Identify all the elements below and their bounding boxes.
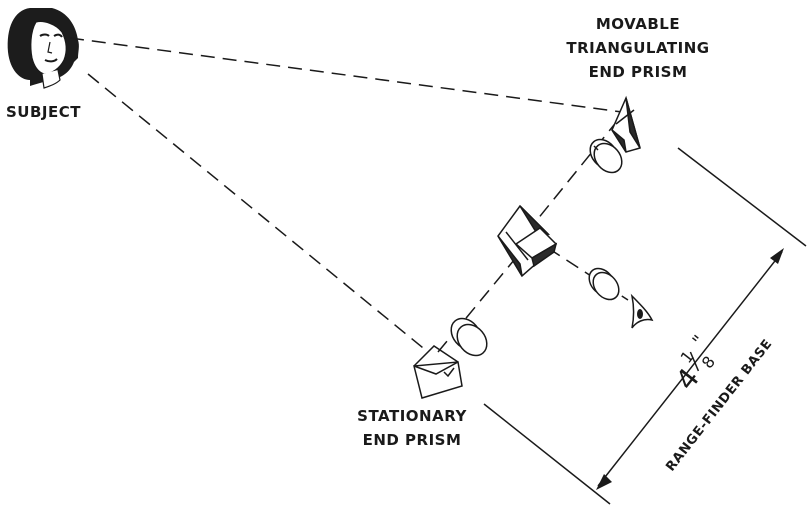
subject-face-illustration bbox=[7, 8, 79, 89]
dimension-arrowhead-bottom bbox=[596, 474, 612, 490]
sight-line-upper bbox=[69, 37, 623, 113]
movable-prism-label-line3: END PRISM bbox=[588, 63, 688, 81]
observer-eye bbox=[630, 293, 654, 329]
base-extension-line-bottom bbox=[483, 403, 611, 505]
sight-line-lower bbox=[87, 73, 429, 353]
lower-objective-lens bbox=[450, 317, 488, 357]
eyepiece-lens bbox=[588, 267, 620, 301]
range-finder-base-dimension: 4 1 8 " RANGE-FINDER BASE bbox=[483, 147, 807, 505]
base-extension-line-top bbox=[677, 147, 807, 247]
beam-path-movable-to-center bbox=[523, 119, 619, 237]
stationary-end-prism bbox=[413, 345, 463, 399]
movable-prism-label: MOVABLE TRIANGULATING END PRISM bbox=[566, 12, 709, 84]
dimension-arrowhead-top bbox=[770, 248, 784, 264]
movable-prism-label-line1: MOVABLE bbox=[595, 15, 681, 33]
base-dimension-line bbox=[597, 251, 783, 487]
stationary-prism-label-line2: END PRISM bbox=[362, 431, 462, 449]
central-prism-assembly bbox=[497, 204, 558, 278]
stationary-prism-label-line1: STATIONARY bbox=[357, 407, 467, 425]
movable-triangulating-prism bbox=[611, 95, 641, 153]
upper-objective-lens bbox=[589, 138, 623, 174]
base-dimension-value: 4 bbox=[669, 362, 706, 396]
svg-text:8: 8 bbox=[698, 352, 719, 372]
svg-text:": " bbox=[689, 331, 711, 350]
stationary-prism-label: STATIONARY END PRISM bbox=[357, 404, 467, 452]
subject-label: SUBJECT bbox=[6, 103, 81, 121]
movable-prism-label-line2: TRIANGULATING bbox=[566, 39, 710, 57]
